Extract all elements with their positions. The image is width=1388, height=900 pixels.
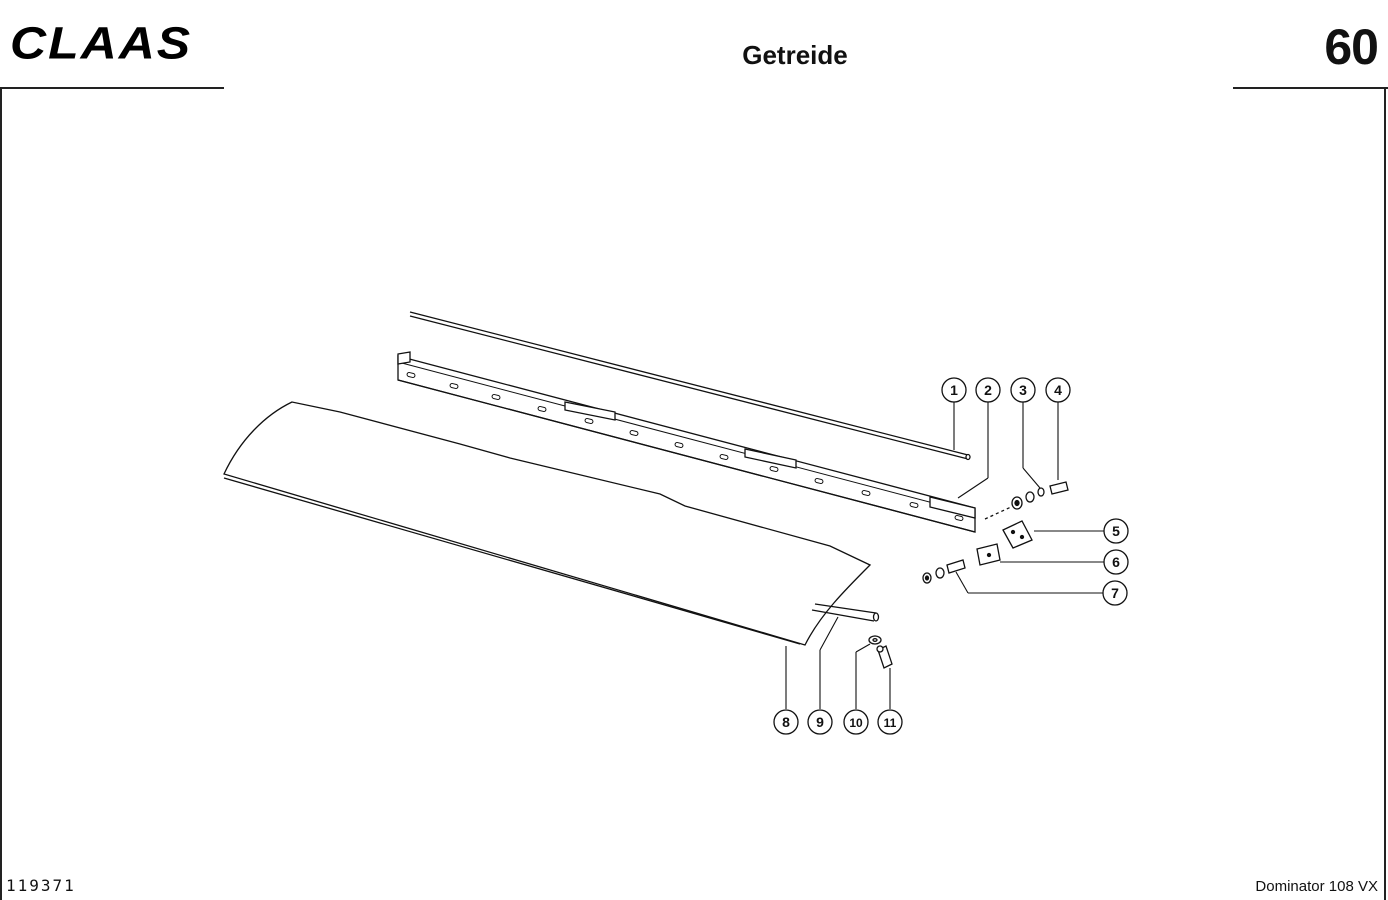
part-shaft: [811, 603, 880, 622]
callout-11: 11: [877, 709, 903, 735]
callout-7-label: 7: [1111, 585, 1119, 601]
part-rod: [409, 311, 971, 461]
header-rule-right: [1233, 87, 1388, 89]
callout-1-label: 1: [950, 382, 958, 398]
callout-5-label: 5: [1112, 523, 1120, 539]
callout-11-label: 11: [884, 716, 897, 730]
drawing-number: 119371: [6, 876, 76, 895]
callout-6-label: 6: [1112, 554, 1120, 570]
part-square-plate: [1002, 520, 1033, 549]
callout-4: 4: [1045, 377, 1071, 403]
callout-5: 5: [1103, 518, 1129, 544]
callout-9: 9: [807, 709, 833, 735]
callout-8-label: 8: [782, 714, 790, 730]
callout-7: 7: [1102, 580, 1128, 606]
part-fasteners-upper: [984, 481, 1069, 520]
callout-2: 2: [975, 377, 1001, 403]
claas-logo: CLAAS: [10, 20, 192, 66]
callout-2-label: 2: [984, 382, 992, 398]
callout-6: 6: [1103, 549, 1129, 575]
machine-model: Dominator 108 VX: [1255, 878, 1378, 895]
callout-10: 10: [843, 709, 869, 735]
frame-left-border: [0, 88, 2, 900]
part-slotted-rail: [397, 351, 976, 533]
frame-right-border: [1384, 88, 1386, 900]
leader-lines: [785, 402, 1104, 709]
callout-3: 3: [1010, 377, 1036, 403]
callout-3-label: 3: [1019, 382, 1027, 398]
page-title: Getreide: [742, 40, 848, 70]
callout-8: 8: [773, 709, 799, 735]
callout-9-label: 9: [816, 714, 824, 730]
part-small-plate: [976, 543, 1001, 566]
brand-logo-text: CLAAS: [10, 20, 192, 66]
part-washer-bolt-lower: [868, 635, 893, 669]
part-curved-cover: [223, 401, 872, 646]
header-rule-left: [0, 87, 224, 89]
callout-1: 1: [941, 377, 967, 403]
callout-4-label: 4: [1054, 382, 1062, 398]
page-number: 60: [1324, 19, 1379, 75]
callout-10-label: 10: [849, 716, 863, 730]
part-fasteners-middle: [922, 559, 966, 584]
